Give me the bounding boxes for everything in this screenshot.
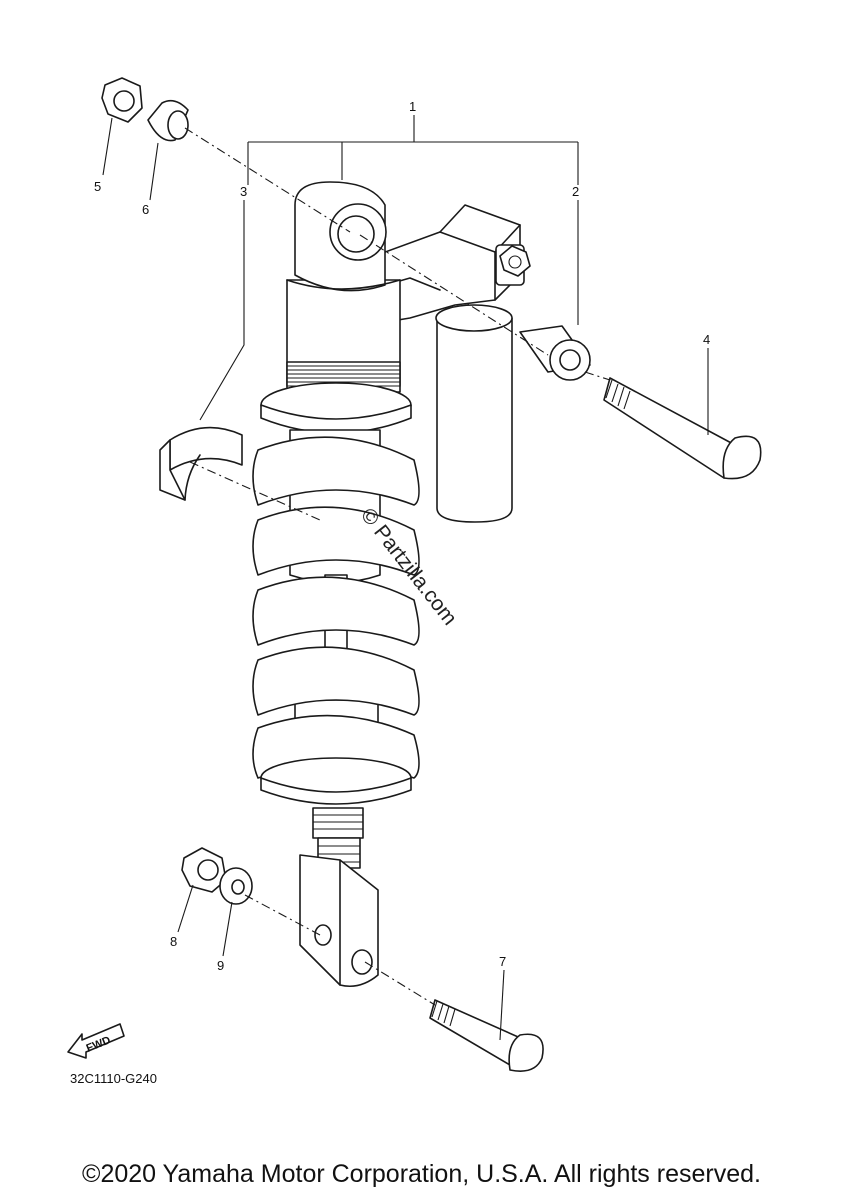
- fwd-arrow-icon: FWD: [67, 1023, 125, 1059]
- callout-3: 3: [240, 184, 247, 199]
- callout-8: 8: [170, 934, 177, 949]
- copyright-notice: ©2020 Yamaha Motor Corporation, U.S.A. A…: [82, 1160, 761, 1188]
- shock-upper-body: [286, 181, 401, 393]
- callout-4: 4: [703, 332, 710, 347]
- spring-stopper: [159, 426, 243, 501]
- collar-right: [519, 325, 591, 381]
- upper-spring-seat: [260, 382, 412, 434]
- lower-clevis: [299, 807, 379, 988]
- callout-9: 9: [217, 958, 224, 973]
- coil-spring: [252, 436, 420, 779]
- callout-5: 5: [94, 179, 101, 194]
- lower-spring-seat: [260, 757, 412, 805]
- bolt-upper: [603, 377, 762, 480]
- leader-lines: [102, 117, 709, 1041]
- diagram-code: 32C1110-G240: [70, 1071, 157, 1086]
- collar-left: [147, 99, 189, 142]
- bolt-lower: [429, 999, 544, 1072]
- nut-upper: [101, 77, 143, 123]
- callout-1: 1: [409, 99, 416, 114]
- callout-7: 7: [499, 954, 506, 969]
- compression-adjuster-nut: [495, 244, 531, 286]
- assembly-bracket: [199, 115, 579, 421]
- washer-lower: [219, 867, 253, 905]
- nut-lower: [181, 847, 227, 893]
- callout-6: 6: [142, 202, 149, 217]
- axis-lines: [184, 127, 611, 1006]
- callout-2: 2: [572, 184, 579, 199]
- reservoir-tank: [435, 304, 513, 523]
